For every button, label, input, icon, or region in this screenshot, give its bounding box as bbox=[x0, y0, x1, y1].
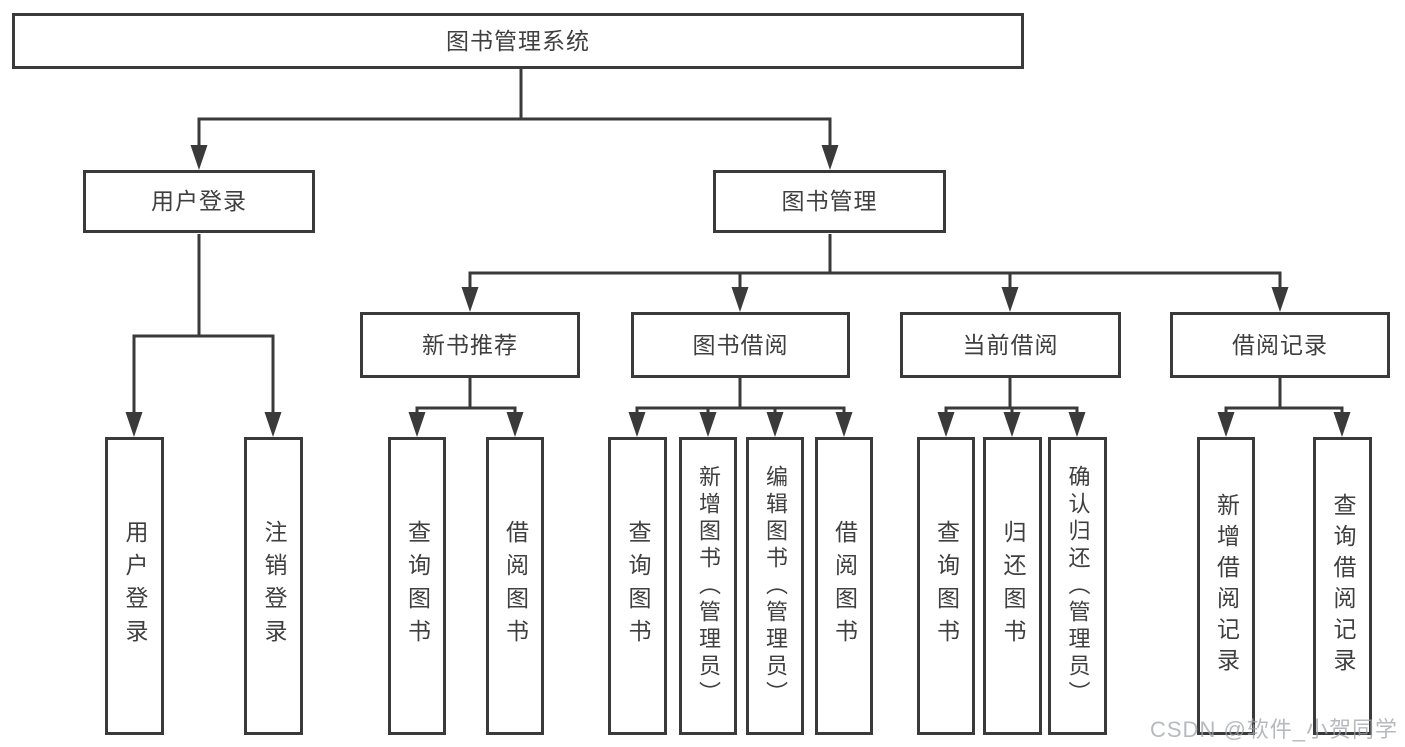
leaf-query-borrow-record: 查询借阅记录 bbox=[1313, 437, 1372, 735]
node-new-book-recommend: 新书推荐 bbox=[360, 312, 580, 378]
node-label: 查询图书 bbox=[625, 520, 651, 652]
node-label: 用户登录 bbox=[151, 188, 247, 214]
arrowheads bbox=[125, 145, 1351, 437]
node-label: 借阅图书 bbox=[502, 520, 529, 652]
node-label: 图书管理 bbox=[781, 188, 878, 214]
node-label: 注销登录 bbox=[261, 520, 287, 652]
node-label: 查询借阅记录 bbox=[1330, 493, 1356, 679]
leaf-add-borrow-record: 新增借阅记录 bbox=[1197, 437, 1255, 735]
node-library-management-system: 图书管理系统 bbox=[12, 13, 1024, 69]
leaf-current-query-books: 查询图书 bbox=[917, 437, 975, 735]
node-current-borrowing: 当前借阅 bbox=[900, 312, 1121, 378]
leaf-user-login: 用户登录 bbox=[105, 437, 164, 735]
node-label: 新增借阅记录 bbox=[1213, 493, 1240, 679]
node-label: 图书管理系统 bbox=[446, 27, 590, 54]
leaf-borrowing-borrow-books: 借阅图书 bbox=[815, 437, 873, 735]
node-label: 查询图书 bbox=[404, 520, 431, 652]
node-book-management: 图书管理 bbox=[713, 170, 946, 233]
node-label: 归还图书 bbox=[1000, 520, 1026, 652]
csdn-watermark: CSDN @软件_小贺同学 bbox=[1150, 717, 1399, 742]
node-label: 新增图书（管理员） bbox=[696, 464, 721, 708]
node-label: 借阅记录 bbox=[1232, 331, 1328, 358]
node-label: 查询图书 bbox=[933, 520, 960, 652]
leaf-return-books: 归还图书 bbox=[983, 437, 1042, 735]
node-label: 新书推荐 bbox=[422, 331, 518, 358]
leaf-recommend-borrow-books: 借阅图书 bbox=[486, 437, 544, 735]
node-label: 借阅图书 bbox=[831, 520, 858, 652]
leaf-borrowing-query-books: 查询图书 bbox=[608, 437, 667, 735]
node-label: 编辑图书（管理员） bbox=[763, 464, 788, 708]
node-borrowing-records: 借阅记录 bbox=[1170, 312, 1390, 378]
node-label: 图书借阅 bbox=[692, 331, 789, 358]
node-label: 用户登录 bbox=[122, 520, 148, 652]
leaf-recommend-query-books: 查询图书 bbox=[388, 437, 446, 735]
leaf-edit-books-admin: 编辑图书（管理员） bbox=[746, 437, 804, 735]
node-user-login: 用户登录 bbox=[83, 170, 315, 233]
leaf-confirm-return-admin: 确认归还（管理员） bbox=[1048, 437, 1107, 735]
node-label: 确认归还（管理员） bbox=[1065, 464, 1091, 708]
node-label: 当前借阅 bbox=[962, 331, 1059, 358]
node-book-borrowing: 图书借阅 bbox=[631, 312, 850, 378]
leaf-add-books-admin: 新增图书（管理员） bbox=[679, 437, 737, 735]
leaf-logout: 注销登录 bbox=[244, 437, 303, 735]
